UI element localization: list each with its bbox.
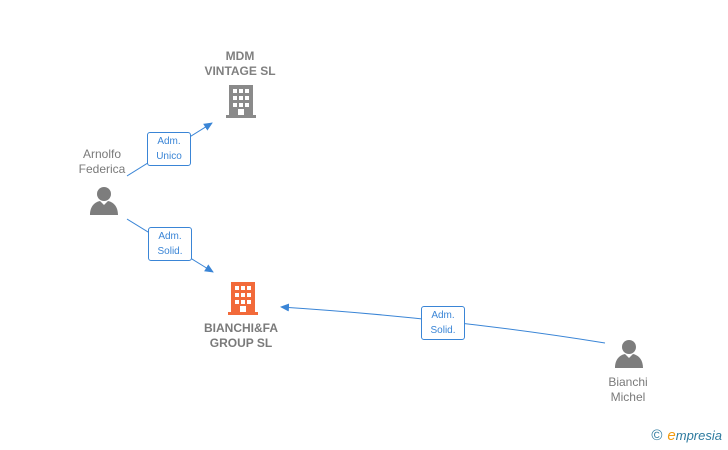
edge-label-line: Adm. [157,136,181,147]
person-icon[interactable] [90,187,118,215]
node-label-bianchifa[interactable]: BIANCHI&FA GROUP SL [204,321,278,351]
empresia-watermark: © empresia [651,427,722,444]
edge-label-line: Solid. [157,246,183,257]
node-label-line: MDM [225,49,255,63]
empresia-logo: empresia [667,427,722,444]
edge-label-arnolfo-bianchifa[interactable]: Adm. Solid. [148,227,192,261]
node-label-michel[interactable]: Bianchi Michel [608,375,647,405]
edge-label-line: Unico [156,151,182,162]
node-label-line: VINTAGE SL [204,64,276,78]
copyright-icon: © [651,427,663,444]
edge-label-line: Adm. [158,231,182,242]
node-label-mdm[interactable]: MDM VINTAGE SL [204,49,275,79]
edge-label-line: Adm. [431,310,455,321]
brand-initial: e [667,427,676,444]
node-label-line: BIANCHI&FA [204,321,278,335]
node-label-line: Federica [78,162,126,176]
node-label-line: Michel [610,390,646,404]
brand-name: mpresia [675,428,722,443]
person-icon[interactable] [615,340,643,368]
building-icon[interactable] [228,282,258,315]
edge-label-line: Solid. [430,325,456,336]
building-icon[interactable] [226,85,256,118]
edge-label-arnolfo-mdm[interactable]: Adm. Unico [147,132,191,166]
edge-label-michel-bianchifa[interactable]: Adm. Solid. [421,306,465,340]
node-label-line: Arnolfo [82,147,122,161]
node-label-line: GROUP SL [209,336,273,350]
node-label-arnolfo[interactable]: Arnolfo Federica [79,147,126,177]
node-label-line: Bianchi [608,375,648,389]
